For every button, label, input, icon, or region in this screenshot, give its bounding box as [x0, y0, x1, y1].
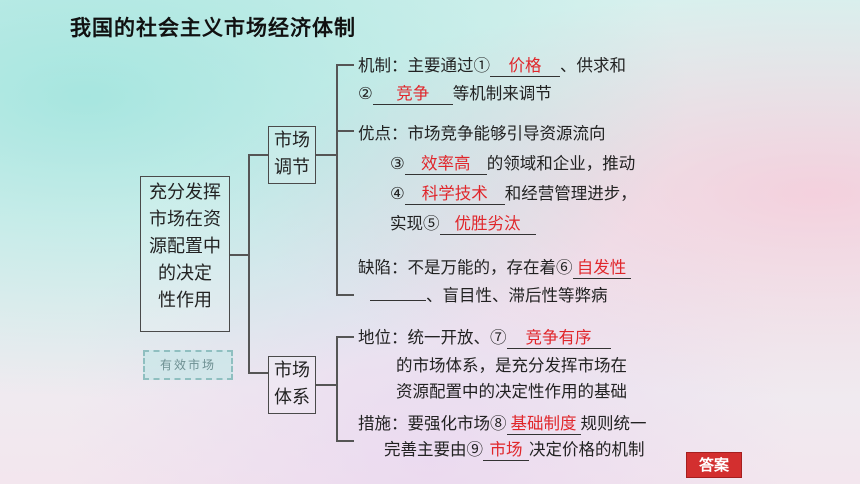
status-line-2: 的市场体系，是充分发挥市场在 — [396, 352, 627, 376]
answer-3: 效率高 — [404, 150, 487, 175]
connector — [336, 440, 354, 442]
text: 和经营管理进步， — [504, 184, 637, 203]
text: 优点：市场竞争能够引导资源流向 — [358, 124, 606, 143]
branch-label: 市场 — [274, 130, 310, 151]
branch-label: 市场 — [274, 360, 310, 381]
root-node: 充分发挥 市场在资 源配置中 的决定 性作用 — [140, 176, 230, 332]
text: 的市场体系，是充分发挥市场在 — [396, 356, 627, 375]
answer-7: 竞争有序 — [506, 324, 611, 349]
connector — [336, 130, 354, 132]
root-line: 充分发挥 — [149, 182, 221, 203]
answer-6: 自发性 — [572, 254, 631, 279]
root-line: 性作用 — [158, 290, 212, 311]
blank — [370, 284, 426, 301]
text: 实现⑤ — [390, 214, 440, 233]
branch-label: 体系 — [274, 387, 310, 408]
stamp-label: 有效市场 — [143, 350, 233, 380]
text: ④ — [390, 184, 405, 203]
text: 资源配置中的决定性作用的基础 — [396, 382, 627, 401]
connector — [336, 294, 354, 296]
text: 、盲目性、滞后性等弊病 — [426, 286, 608, 305]
text: 等机制来调节 — [452, 84, 552, 103]
status-line-3: 资源配置中的决定性作用的基础 — [396, 378, 627, 402]
connector — [316, 384, 336, 386]
connector — [336, 336, 354, 338]
defect-line-2: 、盲目性、滞后性等弊病 — [370, 282, 608, 306]
text: 机制：主要通过① — [358, 56, 490, 75]
page-title: 我国的社会主义市场经济体制 — [70, 16, 356, 40]
answer-9: 市场 — [483, 436, 529, 461]
text: 规则统一 — [580, 414, 647, 433]
answer-2: 竞争 — [372, 80, 453, 105]
answer-1: 价格 — [490, 52, 560, 77]
connector — [336, 64, 338, 294]
text: 措施：要强化市场⑧ — [358, 414, 507, 433]
connector — [230, 254, 248, 256]
text: 决定价格的机制 — [529, 440, 645, 459]
text: ③ — [390, 154, 405, 173]
answer-5: 优胜劣汰 — [439, 210, 536, 235]
answer-4: 科学技术 — [404, 180, 505, 205]
root-line: 市场在资 — [149, 209, 221, 230]
answer-button[interactable]: 答案 — [686, 452, 742, 478]
root-line: 源配置中 — [149, 236, 221, 257]
text: ② — [358, 84, 373, 103]
connector — [248, 372, 268, 374]
branch-market-system: 市场 体系 — [268, 356, 316, 414]
text: 、供求和 — [560, 56, 626, 75]
text: 的领域和企业，推动 — [486, 154, 636, 173]
root-line: 的决定 — [158, 263, 212, 284]
connector — [248, 154, 250, 372]
text: 缺陷：不是万能的，存在着⑥ — [358, 258, 573, 277]
text: 地位：统一开放、⑦ — [358, 328, 507, 347]
connector — [248, 154, 268, 156]
answer-8: 基础制度 — [506, 410, 581, 435]
connector — [336, 336, 338, 440]
advantage-line-1: 优点：市场竞争能够引导资源流向 — [358, 120, 606, 144]
branch-label: 调节 — [274, 157, 310, 178]
text: 完善主要由⑨ — [384, 440, 483, 459]
connector — [336, 64, 354, 66]
connector — [316, 154, 336, 156]
branch-market-regulation: 市场 调节 — [268, 126, 316, 184]
